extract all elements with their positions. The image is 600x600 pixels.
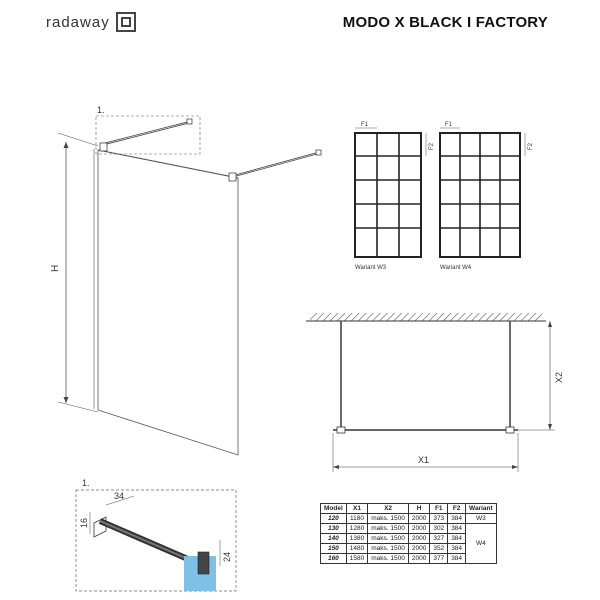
column-header: X1	[345, 503, 369, 514]
detail-label: 1.	[82, 478, 90, 488]
table-cell: 377	[429, 553, 449, 564]
variant-w4-grid	[439, 127, 526, 258]
callout-label: 1.	[97, 105, 105, 115]
variant-w3-grid	[354, 127, 427, 258]
front-elevation-view	[306, 313, 555, 472]
spec-table: Model X1 X2 H F1 F2 Wariant 120 1180 mak…	[320, 503, 497, 564]
model-cell: 150	[320, 543, 347, 554]
table-cell: 2000	[407, 533, 431, 544]
arrow-head	[548, 424, 552, 430]
rod-clamp	[336, 426, 346, 434]
table-cell: 1380	[345, 533, 369, 544]
stabilizer-bar-ceiling-inner	[233, 152, 319, 177]
table-cell: 2000	[407, 543, 431, 554]
arrow-head	[63, 142, 69, 148]
model-cell: 160	[320, 553, 347, 564]
bar-end-cap	[186, 118, 193, 125]
table-cell: 1180	[345, 513, 369, 524]
table-cell: maks. 1500	[367, 513, 409, 524]
spec-table-header: Model X1 X2 H F1 F2 Wariant	[320, 503, 497, 514]
arrow-head	[548, 321, 552, 327]
dimension-label-x2: X2	[554, 372, 564, 383]
column-header: X2	[367, 503, 409, 514]
table-cell: 384	[447, 523, 467, 534]
arrow-head	[333, 465, 339, 469]
brand-logo: radaway	[46, 12, 136, 32]
column-header: H	[407, 503, 431, 514]
bar-clamp	[99, 142, 108, 152]
dimension-label-x1: X1	[418, 455, 429, 465]
table-cell: 384	[447, 533, 467, 544]
detail-view	[75, 489, 237, 592]
dimension-label-f1: F1	[361, 122, 369, 128]
table-row: 140 1380 maks. 1500 2000 327 384	[320, 533, 497, 544]
wall-bottom-line	[57, 401, 99, 413]
glass-clamp-detail	[197, 551, 210, 575]
table-cell: 384	[447, 513, 467, 524]
column-header: F1	[429, 503, 449, 514]
table-cell: 384	[447, 553, 467, 564]
model-cell: 120	[320, 513, 347, 524]
table-cell: maks. 1500	[367, 523, 409, 534]
column-header: F2	[447, 503, 467, 514]
stabilizer-bar-wall-inner	[103, 121, 191, 145]
wall-top-line	[57, 132, 99, 147]
table-cell: 2000	[407, 523, 431, 534]
table-cell: 1480	[345, 543, 369, 554]
dimension-label-h: H	[50, 265, 61, 272]
brand-name: radaway	[46, 13, 110, 31]
table-row: 120 1180 maks. 1500 2000 373 384 W3	[320, 513, 497, 524]
table-cell: maks. 1500	[367, 533, 409, 544]
detail-dim-16-label: 16	[79, 518, 89, 528]
model-cell: 130	[320, 523, 347, 534]
bar-end-cap	[315, 149, 322, 156]
table-cell: 373	[429, 513, 449, 524]
detail-dim-34	[105, 495, 135, 506]
detail-frame	[75, 489, 237, 592]
brand-square-icon	[115, 12, 136, 32]
table-cell: 2000	[407, 513, 431, 524]
variant-w4-label: Wariant W4	[440, 265, 472, 271]
table-cell: 1280	[345, 523, 369, 534]
table-cell: 352	[429, 543, 449, 554]
glass-panel	[97, 149, 239, 456]
panel-top-bar	[97, 149, 239, 179]
panel-isometric-view	[57, 115, 322, 456]
table-row: 130 1280 maks. 1500 2000 302 384 W4	[320, 523, 497, 564]
table-cell: 1580	[345, 553, 369, 564]
dimension-label-f2: F2	[528, 142, 534, 150]
column-header: Wariant	[465, 503, 497, 514]
table-cell: maks. 1500	[367, 543, 409, 554]
arrow-head	[63, 397, 69, 403]
table-cell: 327	[429, 533, 449, 544]
table-row: 150 1480 maks. 1500 2000 352 384	[320, 543, 497, 554]
arrow-head	[512, 465, 518, 469]
table-cell: maks. 1500	[367, 553, 409, 564]
table-cell: 2000	[407, 553, 431, 564]
detail-callout-box	[95, 115, 201, 155]
table-row: 160 1580 maks. 1500 2000 377 384	[320, 553, 497, 564]
variant-cell: W3	[465, 513, 497, 524]
detail-dim-24-label: 24	[222, 552, 232, 562]
rod-clamp	[505, 426, 515, 434]
variant-w3-label: Wariant W3	[355, 265, 387, 271]
variant-cell: W4	[465, 523, 497, 564]
detail-dim-34-label: 34	[114, 491, 124, 501]
ceiling-hatch	[310, 313, 542, 321]
column-header: Model	[320, 503, 347, 514]
dimension-label-f2: F2	[429, 142, 435, 150]
table-cell: 384	[447, 543, 467, 554]
product-title: MODO X BLACK I FACTORY	[342, 14, 548, 31]
bar-clamp	[228, 172, 237, 182]
model-cell: 140	[320, 533, 347, 544]
dimension-label-f1: F1	[445, 122, 453, 128]
table-cell: 302	[429, 523, 449, 534]
